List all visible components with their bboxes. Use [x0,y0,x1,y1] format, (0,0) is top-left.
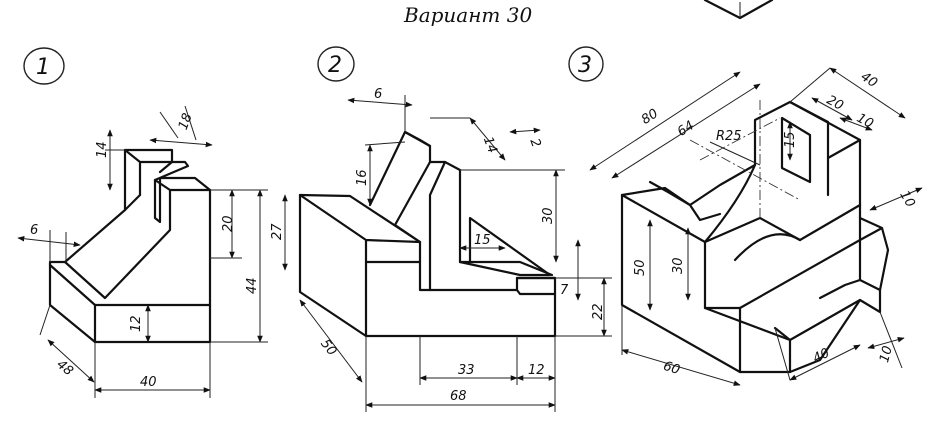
svg-text:15: 15 [474,233,491,248]
corner-fragment [703,0,774,20]
svg-text:40: 40 [811,346,833,367]
figure-2: 2 6 16 14 2 27 30 15 [270,46,612,412]
svg-text:48: 48 [53,357,75,379]
svg-text:50: 50 [317,337,339,359]
part-2-left-block [298,193,422,338]
figure-1: 1 18 14 6 20 44 12 48 [17,47,268,398]
figure-1-number-circle [23,47,65,85]
svg-text:14: 14 [480,135,500,156]
figure-2-number-circle [317,46,355,82]
svg-text:40: 40 [140,375,157,390]
figure-3: 3 40 80 64 20 10 R25 15 [568,46,923,386]
svg-text:80: 80 [639,106,661,128]
part-1-outline [48,148,212,344]
svg-text:10: 10 [877,344,896,364]
svg-text:68: 68 [450,389,467,404]
svg-text:2: 2 [527,137,544,150]
svg-text:10: 10 [854,111,876,132]
svg-text:40: 40 [858,69,880,91]
svg-text:20: 20 [221,215,236,232]
svg-text:12: 12 [129,315,144,332]
figure-2-number: 2 [328,53,342,78]
svg-text:14: 14 [95,141,110,158]
svg-text:20: 20 [824,93,846,114]
variant-title: Вариант 30 [403,3,532,27]
svg-text:60: 60 [661,359,681,378]
figure-1-number: 1 [36,55,50,80]
svg-text:15: 15 [783,131,798,148]
svg-text:7: 7 [560,283,569,298]
figure-3-number-circle [568,46,604,82]
svg-text:18: 18 [176,111,196,132]
svg-text:22: 22 [591,303,606,320]
svg-text:6: 6 [30,223,38,238]
svg-text:R25: R25 [716,129,742,144]
figure-3-number: 3 [578,53,592,78]
svg-text:64: 64 [675,118,697,140]
svg-text:10: 10 [896,188,917,210]
svg-text:27: 27 [270,223,285,240]
svg-text:50: 50 [633,259,648,276]
svg-text:16: 16 [355,169,370,186]
svg-text:44: 44 [245,277,260,294]
svg-text:30: 30 [541,207,556,224]
svg-text:12: 12 [528,363,545,378]
svg-text:6: 6 [374,87,382,102]
svg-text:30: 30 [671,257,686,274]
svg-text:33: 33 [458,363,475,378]
